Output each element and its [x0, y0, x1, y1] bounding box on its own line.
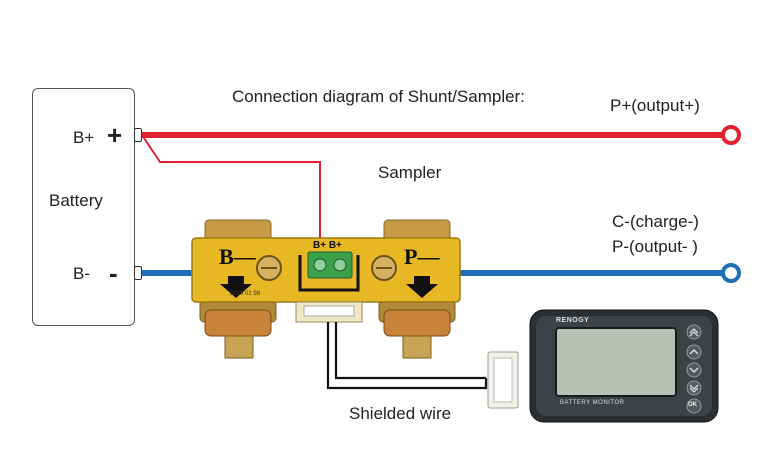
battery-neg-label: B- — [73, 264, 90, 283]
battery-monitor — [529, 309, 719, 423]
negative-output-terminal — [721, 263, 741, 283]
chevron-up-icon — [689, 348, 699, 355]
battery-box — [32, 88, 135, 326]
monitor-caption: BATTERY MONITOR — [560, 400, 625, 406]
negative-output-label: P-(output- ) — [612, 237, 698, 256]
battery-label: Battery — [49, 191, 103, 210]
battery-pos-label: B+ — [73, 128, 95, 147]
screw-icon — [256, 255, 282, 281]
battery-pos-terminal — [134, 128, 142, 142]
positive-output-terminal — [721, 125, 741, 145]
double-chevron-down-icon — [689, 384, 699, 393]
charge-output-label: C-(charge-) — [612, 212, 699, 231]
monitor-lcd — [555, 327, 677, 397]
battery-neg-sign: - — [109, 258, 118, 288]
shielded-wire-label: Shielded wire — [349, 404, 452, 423]
shunt-left-mark: B— — [219, 244, 256, 269]
battery-pos-sign: + — [107, 120, 123, 150]
down-arrow-icon — [220, 276, 252, 298]
double-chevron-up-icon — [689, 328, 699, 337]
board-bracket — [298, 255, 360, 292]
chevron-down-icon — [689, 367, 699, 374]
monitor-brand: RENOGY — [556, 317, 590, 324]
shunt-right-mark: P— — [404, 244, 440, 269]
shunt-date-code: 2019 02 98 — [230, 291, 261, 297]
diagram-title: Connection diagram of Shunt/Sampler: — [232, 87, 525, 106]
screw-icon — [371, 255, 397, 281]
shunt-terminal-text: B+ B+ — [313, 240, 342, 251]
shielded-wire — [326, 322, 488, 390]
sampler-sense-wire — [141, 134, 321, 240]
terminal-block — [307, 251, 353, 279]
monitor-ok-label: OK — [688, 402, 697, 408]
battery-neg-terminal — [134, 266, 142, 280]
sampler-label: Sampler — [378, 163, 442, 182]
down-arrow-icon — [406, 276, 438, 298]
positive-output-label: P+(output+) — [610, 96, 700, 115]
